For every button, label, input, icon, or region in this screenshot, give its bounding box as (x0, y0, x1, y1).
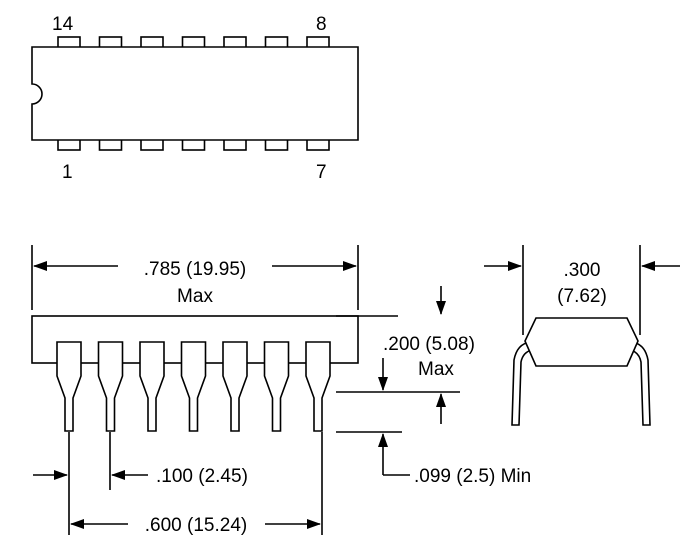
side-view-body (524, 317, 639, 367)
width-dimension-label: .300 (564, 260, 601, 281)
side-view: .300 (7.62) (484, 245, 680, 426)
height-max-label: Max (418, 359, 454, 380)
length-dimension-label: .785 (19.95) (144, 259, 246, 280)
width-metric-label: (7.62) (557, 286, 607, 307)
pin-14-label: 14 (52, 14, 74, 35)
front-lead-2 (97, 341, 124, 432)
pitch-label: .100 (2.45) (156, 466, 248, 487)
front-lead-1 (56, 341, 82, 432)
front-lead-6 (263, 341, 290, 432)
side-lead-right (629, 341, 651, 426)
front-leads (56, 341, 331, 432)
pin-8-label: 8 (316, 14, 327, 35)
top-view: 14 8 1 7 (31, 14, 359, 183)
front-lead-4 (180, 341, 207, 432)
front-lead-3 (139, 341, 165, 432)
top-view-body-with-notch (31, 46, 359, 141)
side-lead-left (511, 341, 533, 426)
front-view: .785 (19.95) Max .200 (5.08) Max .099 (2… (31, 245, 531, 536)
span-label: .600 (15.24) (145, 515, 247, 536)
pin-1-label: 1 (62, 162, 73, 183)
lead-length-label: .099 (2.5) Min (414, 466, 531, 487)
top-pins-upper (57, 36, 330, 49)
pin-7-label: 7 (316, 162, 327, 183)
height-dimension-label: .200 (5.08) (383, 334, 475, 355)
length-max-label: Max (177, 286, 213, 307)
front-lead-7 (305, 341, 331, 432)
front-lead-5 (222, 341, 248, 432)
